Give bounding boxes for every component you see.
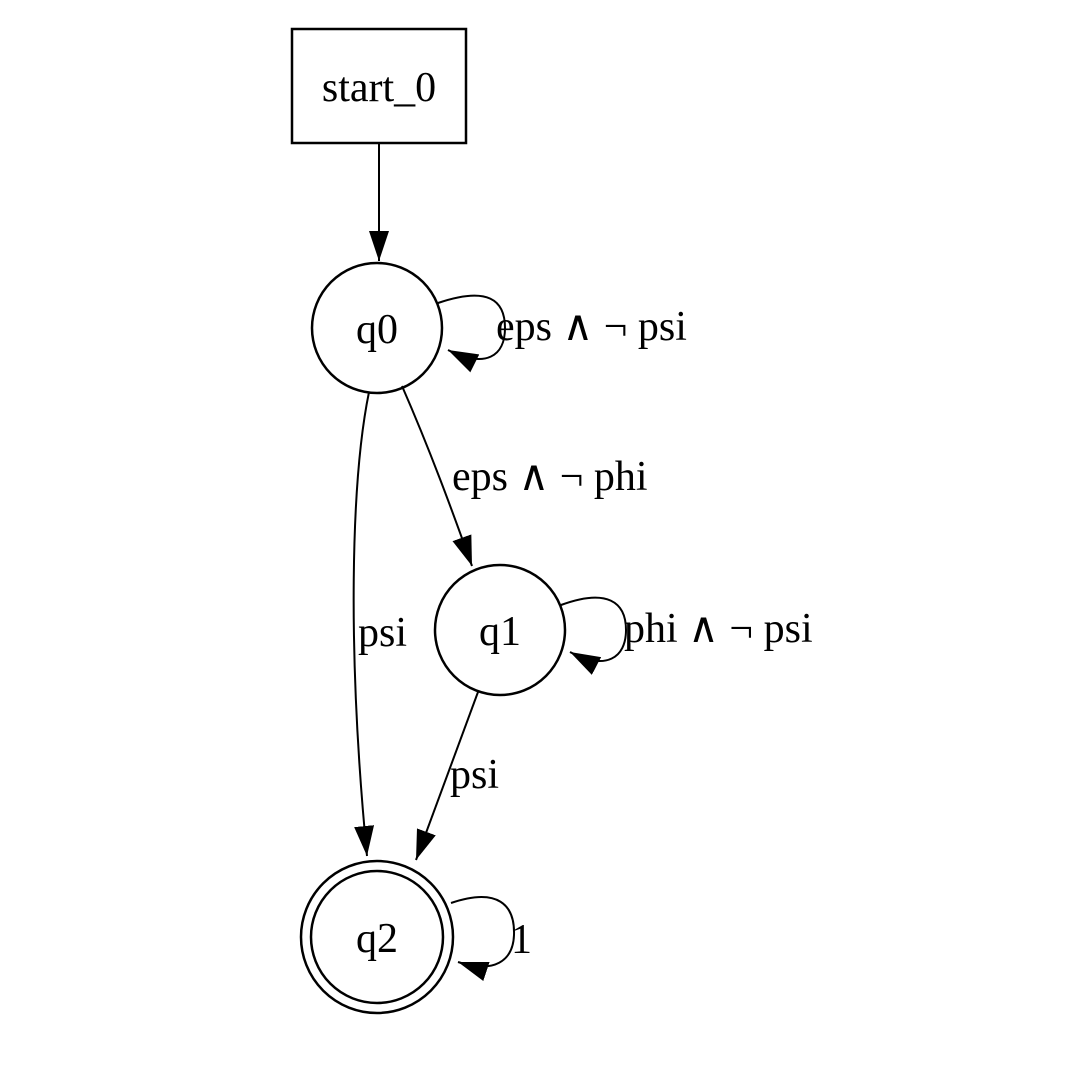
start-node-box (290, 27, 468, 145)
q2-node-inner-circle (309, 869, 445, 1005)
edge-q1-self-loop (560, 596, 628, 675)
edge-label-q0-to-q1: eps ∧ ¬ phi (452, 454, 648, 500)
node-q1: q1 (433, 563, 567, 697)
edge-label-q2-self: 1 (511, 917, 532, 963)
edge-q0-to-q2 (352, 391, 375, 857)
q0-node-label: q0 (356, 307, 398, 353)
node-start: start_0 (290, 27, 468, 145)
q2-node-outer-circle (299, 859, 455, 1015)
q1-node-circle (433, 563, 567, 697)
q1-node-label: q1 (479, 609, 521, 655)
edge-q0-self-loop (437, 294, 507, 373)
q2-node-label: q2 (356, 916, 398, 962)
edge-q1-to-q2 (415, 691, 479, 861)
start-node-label: start_0 (322, 65, 436, 111)
edge-label-q1-to-q2: psi (450, 752, 499, 798)
node-q0: q0 (310, 261, 444, 395)
edge-label-q1-self: phi ∧ ¬ psi (624, 606, 813, 652)
edge-q2-self-loop (450, 896, 516, 981)
edge-label-q0-self: eps ∧ ¬ psi (496, 304, 687, 350)
node-q2: q2 (299, 859, 455, 1015)
edge-label-q0-to-q2: psi (358, 610, 407, 656)
q0-node-circle (310, 261, 444, 395)
edge-q0-to-q1 (401, 385, 473, 567)
